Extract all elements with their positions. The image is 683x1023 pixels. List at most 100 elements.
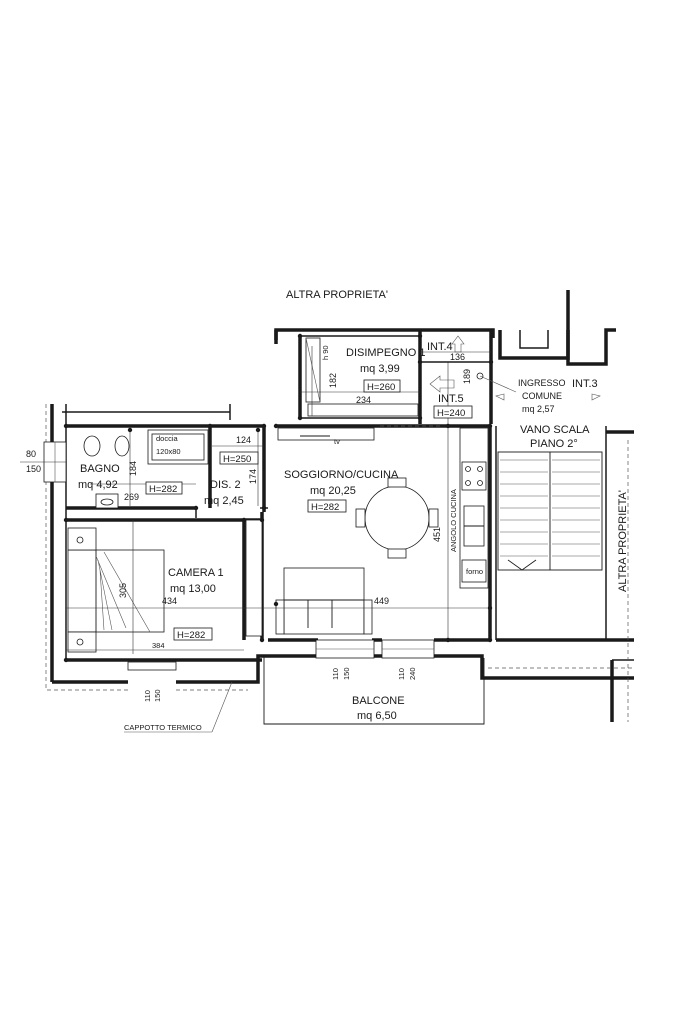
room-height-dis2: H=250: [223, 454, 251, 465]
double-bed: [67, 549, 165, 633]
label-forno: forno: [466, 567, 483, 576]
labels: ALTRA PROPRIETA' ALTRA PROPRIETA' CAPPOT…: [26, 289, 629, 733]
junction-dot: [193, 505, 199, 511]
junction-dot: [261, 505, 267, 511]
dim-384: 384: [152, 641, 165, 650]
junction-dot: [261, 423, 267, 429]
junction-dot: [259, 637, 265, 643]
junction-dot: [297, 333, 303, 339]
junction-dot: [417, 415, 423, 421]
arrow-int4-icon: [451, 335, 465, 353]
sofa: [283, 567, 365, 635]
dim-182: 182: [328, 373, 338, 388]
dim-80: 80: [26, 449, 36, 459]
room-name-bagno: BAGNO: [80, 463, 120, 475]
dim-240: 240: [408, 667, 417, 680]
room-area-dis2: mq 2,45: [204, 495, 244, 507]
label-doccia: doccia: [156, 434, 179, 443]
dim-110a: 110: [143, 690, 152, 702]
junction-dot: [445, 637, 451, 643]
dim-449: 449: [374, 596, 389, 606]
room-area-balcone: mq 6,50: [357, 710, 397, 722]
dim-189: 189: [462, 369, 472, 384]
room-height-bagno: H=282: [149, 484, 177, 495]
junction-dot: [259, 517, 265, 523]
window-camera: [127, 661, 177, 671]
arrow-int3-icon: [591, 393, 601, 401]
room-area-bagno: mq 4,92: [78, 479, 118, 491]
arrow-ingresso-icon: [495, 393, 505, 401]
dim-136: 136: [450, 352, 465, 362]
room-name-dis2: DIS. 2: [210, 479, 241, 491]
oven: [461, 559, 487, 583]
junction-dot: [273, 601, 279, 607]
label-int4: INT.4: [427, 341, 453, 353]
dim-110b: 110: [331, 668, 340, 680]
toilet: [83, 435, 101, 457]
balcony: [263, 656, 485, 725]
junction-dot: [417, 333, 423, 339]
bidet: [114, 435, 130, 457]
room-height-soggiorno: H=282: [311, 502, 339, 513]
junction-dot: [127, 427, 133, 433]
fixtures: [67, 337, 489, 653]
dim-110c: 110: [397, 668, 406, 680]
junction-dot: [487, 423, 493, 429]
room-name-soggiorno: SOGGIORNO/CUCINA: [284, 469, 399, 481]
room-name-disimpegno1: DISIMPEGNO 1: [346, 347, 425, 359]
doors: [429, 335, 601, 401]
junction-dots: [63, 333, 494, 663]
dim-269: 269: [124, 492, 139, 502]
dim-150a: 150: [26, 464, 41, 474]
room-height-disimpegno1: H=260: [367, 382, 395, 393]
label-altra-proprieta-top: ALTRA PROPRIETA': [286, 289, 388, 301]
junction-dot: [63, 423, 69, 429]
junction-dot: [255, 427, 261, 433]
dining-table: [364, 485, 430, 551]
junction-dot: [417, 359, 423, 365]
junction-dot: [487, 605, 493, 611]
cooktop: [461, 461, 487, 491]
room-height-camera1: H=282: [177, 630, 205, 641]
label-doccia-size: 120x80: [156, 447, 181, 456]
dim-150c: 150: [342, 667, 351, 680]
junction-dot: [297, 415, 303, 421]
room-name-camera1: CAMERA 1: [168, 567, 224, 579]
wardrobe: [245, 519, 263, 637]
dim-150b: 150: [153, 689, 162, 702]
label-int5: INT.5: [438, 393, 464, 405]
junction-dot: [207, 423, 213, 429]
dim-174: 174: [248, 469, 258, 484]
arrow-int5-icon: [429, 375, 455, 393]
tv-unit: [277, 427, 375, 441]
room-name-vano-scala-2: PIANO 2°: [530, 438, 578, 450]
junction-dot: [445, 423, 451, 429]
room-area-camera1: mq 13,00: [170, 583, 216, 595]
room-name-ingresso-1: INGRESSO: [518, 378, 566, 388]
dim-305: 305: [118, 583, 128, 598]
room-name-vano-scala-1: VANO SCALA: [520, 424, 590, 436]
label-int3: INT.3: [572, 378, 598, 390]
label-tv: tv: [334, 437, 340, 446]
dim-124: 124: [236, 435, 251, 445]
staircase: [497, 451, 603, 571]
label-cappotto-termico: CAPPOTTO TERMICO: [124, 723, 202, 732]
dim-434: 434: [162, 596, 177, 606]
junction-dot: [63, 657, 69, 663]
dim-184: 184: [128, 461, 138, 476]
junction-dot: [488, 359, 494, 365]
dimension-lines: [20, 346, 491, 654]
junction-dot: [273, 423, 279, 429]
thermal-coat-lines: [45, 404, 634, 722]
room-name-balcone: BALCONE: [352, 695, 405, 707]
room-name-ingresso-2: COMUNE: [522, 391, 562, 401]
dim-234: 234: [356, 395, 371, 405]
stair-arrow-icon: [507, 559, 537, 571]
junction-dot: [63, 517, 69, 523]
label-altra-proprieta-right: ALTRA PROPRIETA': [617, 490, 629, 592]
label-angolo-cucina: ANGOLO CUCINA: [449, 489, 458, 552]
room-area-ingresso: mq 2,57: [522, 404, 555, 414]
room-area-disimpegno1: mq 3,99: [360, 363, 400, 375]
dim-451: 451: [432, 527, 442, 542]
